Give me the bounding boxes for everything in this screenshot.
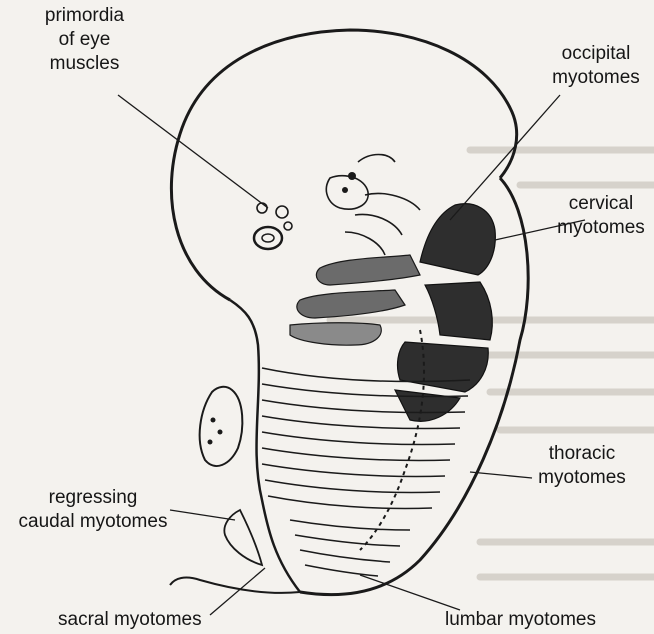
body-front-outline [230, 300, 300, 592]
limb-bud-marks [208, 418, 223, 445]
label-occipital-myotomes: occipital myotomes [538, 42, 654, 90]
label-cervical-myotomes: cervical myotomes [548, 192, 654, 240]
caudal-region [224, 510, 262, 565]
thoracic-myotomes [262, 368, 470, 509]
label-regressing-caudal-myotomes: regressing caudal myotomes [0, 486, 186, 534]
tail-outline [170, 578, 300, 593]
limb-bud [200, 387, 243, 466]
cervical-myotomes [395, 204, 495, 422]
label-lumbar-myotomes: lumbar myotomes [445, 608, 596, 632]
label-thoracic-myotomes: thoracic myotomes [518, 442, 646, 490]
label-sacral-myotomes: sacral myotomes [58, 608, 202, 632]
eye-muscle-primordia [257, 203, 292, 230]
lumbar-myotomes [290, 520, 410, 576]
occipital-myotomes [290, 255, 420, 345]
eye [254, 227, 282, 249]
otic-dot [342, 187, 348, 193]
label-primordia-eye-muscles: primordia of eye muscles [22, 4, 147, 76]
pharyngeal-arches [326, 155, 420, 256]
otic-dot [348, 172, 356, 180]
